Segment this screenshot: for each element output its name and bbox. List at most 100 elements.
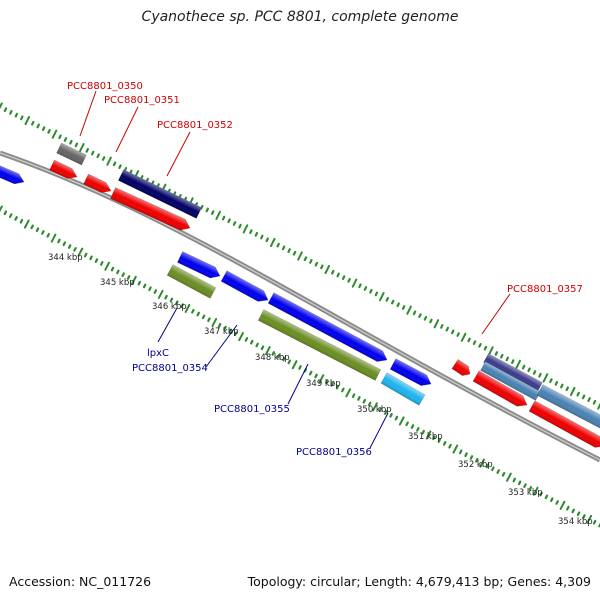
gene-label-pcc8801-0355[interactable]: PCC8801_0355 <box>214 404 290 415</box>
gene-label-pcc8801-0356[interactable]: PCC8801_0356 <box>296 447 372 458</box>
minor-tick <box>20 115 24 121</box>
gene-labels: PCC8801_0350 PCC8801_0351 PCC8801_0352 P… <box>67 81 583 458</box>
gene-pcc8801-0355[interactable] <box>257 309 382 381</box>
minor-tick <box>448 443 452 449</box>
minor-tick <box>445 326 449 332</box>
minor-tick <box>89 255 93 261</box>
minor-tick <box>41 126 46 132</box>
tick-label: 351 kbp <box>408 432 443 442</box>
gene-red-a[interactable] <box>49 159 80 182</box>
gene-blue-c[interactable] <box>389 358 434 390</box>
minor-tick <box>511 359 515 365</box>
gene-pcc8801-0357[interactable] <box>451 359 473 378</box>
minor-tick <box>554 380 559 386</box>
minor-tick <box>538 372 542 378</box>
minor-tick <box>271 351 275 356</box>
minor-tick <box>555 500 559 505</box>
gene-lpxc[interactable] <box>166 264 217 299</box>
minor-tick <box>576 391 580 397</box>
minor-tick <box>74 142 79 148</box>
minor-tick <box>180 303 184 308</box>
minor-tick <box>308 370 313 376</box>
major-tick <box>131 275 137 285</box>
minor-tick <box>205 207 209 213</box>
minor-tick <box>429 318 433 324</box>
minor-tick <box>512 477 517 483</box>
minor-tick <box>401 305 406 310</box>
minor-tick <box>196 311 200 317</box>
outer-tick-ring <box>0 102 600 410</box>
minor-tick <box>357 396 361 401</box>
major-tick <box>351 278 358 288</box>
minor-tick <box>265 237 269 243</box>
major-tick <box>242 224 249 234</box>
minor-tick <box>260 234 264 240</box>
minor-tick <box>207 317 211 323</box>
minor-tick <box>96 153 100 159</box>
gene-pcc8801-0352[interactable] <box>117 169 203 219</box>
minor-tick <box>57 238 61 244</box>
gene-steelblue-b[interactable] <box>536 384 600 430</box>
gene-steelblue-a[interactable] <box>480 361 541 401</box>
minor-tick <box>3 210 8 216</box>
minor-tick <box>41 230 45 235</box>
minor-tick <box>331 269 335 275</box>
minor-tick <box>374 291 379 297</box>
minor-tick <box>73 247 77 252</box>
minor-tick <box>500 353 504 359</box>
gene-pcc8801-0354[interactable] <box>267 292 390 366</box>
minor-tick <box>148 286 152 292</box>
minor-tick <box>47 129 51 134</box>
minor-tick <box>423 315 428 321</box>
minor-tick <box>472 340 477 346</box>
minor-tick <box>582 514 586 519</box>
major-tick <box>433 319 440 329</box>
minor-tick <box>362 398 367 404</box>
minor-tick <box>442 441 447 446</box>
gene-label-pcc8801-0351[interactable]: PCC8801_0351 <box>104 95 180 106</box>
minor-tick <box>539 491 543 497</box>
gene-features <box>0 142 600 452</box>
minor-tick <box>91 150 95 156</box>
minor-tick <box>566 505 570 511</box>
gene-left-blue[interactable] <box>0 164 26 187</box>
minor-tick <box>491 466 495 472</box>
major-tick <box>51 129 58 139</box>
gene-label-pcc8801-0350[interactable]: PCC8801_0350 <box>67 81 143 92</box>
minor-tick <box>69 139 73 145</box>
minor-tick <box>363 286 368 291</box>
gene-label-pcc8801-0354[interactable]: PCC8801_0354 <box>132 363 208 374</box>
major-tick <box>515 359 521 369</box>
topology-text: Topology: circular; Length: 4,679,413 bp… <box>247 574 591 589</box>
gene-blue-b[interactable] <box>220 270 271 306</box>
major-tick <box>488 346 494 356</box>
tick-label: 348 kbp <box>255 353 290 363</box>
major-tick <box>559 500 566 510</box>
minor-tick <box>254 231 259 237</box>
gene-red-c[interactable] <box>472 370 530 410</box>
minor-tick <box>335 384 340 390</box>
major-tick <box>238 332 244 342</box>
gene-purple[interactable] <box>483 353 543 392</box>
gene-blue-a[interactable] <box>177 251 222 282</box>
gene-pcc8801-0356[interactable] <box>380 372 426 406</box>
gene-pcc8801-0351[interactable] <box>110 187 193 234</box>
major-tick <box>157 289 164 299</box>
minor-tick <box>451 329 455 335</box>
gene-label-pcc8801-0357[interactable]: PCC8801_0357 <box>507 284 583 295</box>
tick-label: 347 kbp <box>204 327 239 337</box>
minor-tick <box>3 107 8 113</box>
gene-label-pcc8801-0352[interactable]: PCC8801_0352 <box>157 120 233 131</box>
minor-tick <box>483 345 488 351</box>
minor-tick <box>341 275 346 281</box>
minor-tick <box>142 283 147 289</box>
gene-pcc8801-0350[interactable] <box>56 142 87 166</box>
gene-red-b[interactable] <box>83 173 114 196</box>
gene-red-d[interactable] <box>528 400 600 452</box>
minor-tick <box>201 314 206 320</box>
gene-label-lpxc[interactable]: lpxC <box>147 348 169 359</box>
minor-tick <box>58 134 62 140</box>
minor-tick <box>478 343 482 348</box>
major-tick <box>50 233 57 243</box>
